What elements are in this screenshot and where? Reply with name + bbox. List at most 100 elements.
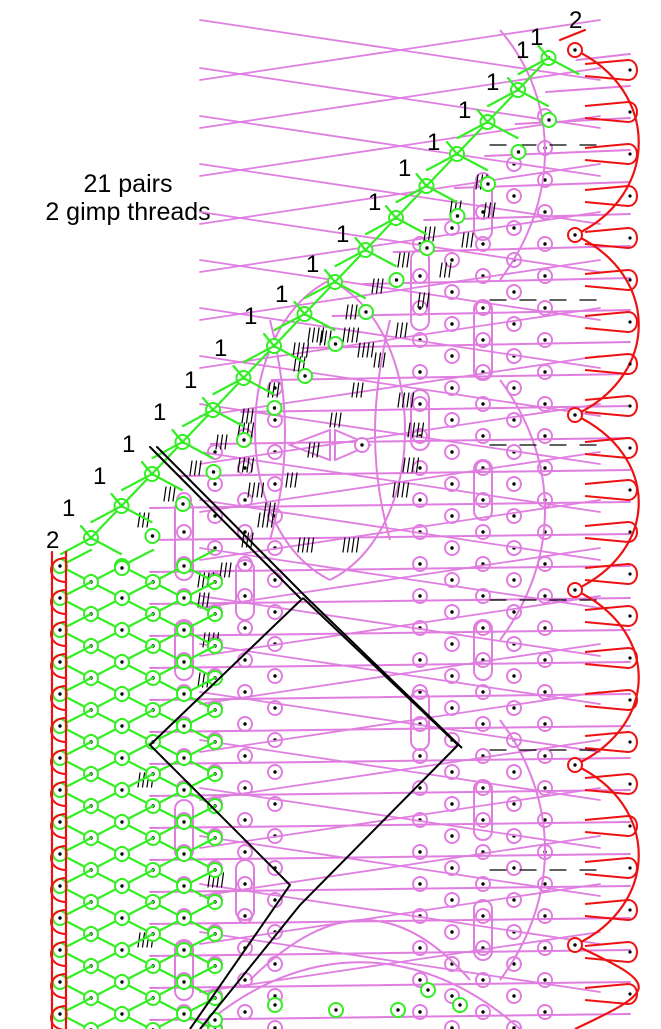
pin-dot <box>573 943 577 947</box>
stitch-tick <box>371 278 375 294</box>
pattern-thread <box>199 931 601 993</box>
pin-dot <box>273 962 277 966</box>
stitch-tick <box>198 460 202 476</box>
stitch-tick <box>361 342 366 358</box>
pin-dot <box>481 530 485 534</box>
pin-dot <box>243 626 247 630</box>
stitch-tick <box>355 537 360 553</box>
gimp-thread <box>148 597 304 1029</box>
pair-marker: 1 <box>62 495 75 522</box>
stitch-tick <box>370 342 375 358</box>
pin-dot <box>243 594 247 598</box>
picot-loop <box>584 100 638 124</box>
pattern-pin <box>444 1020 460 1029</box>
ground-thread <box>455 152 489 172</box>
pin-dot <box>243 722 247 726</box>
pair-marker: 1 <box>458 97 471 124</box>
stitch-tick <box>342 327 346 343</box>
edge-thread <box>558 28 587 42</box>
pin-dot <box>547 118 551 122</box>
pin-dot <box>272 406 277 410</box>
edge-scallop <box>574 414 640 591</box>
stitch-tick <box>421 292 426 308</box>
pattern-thread <box>199 787 601 849</box>
edge-loop <box>50 845 67 871</box>
ground-thread <box>150 472 184 492</box>
stitch-tick <box>427 226 432 242</box>
pattern-arc <box>499 379 546 641</box>
pattern-pin <box>267 1020 283 1029</box>
stitch-tick <box>245 408 250 424</box>
picot-loop <box>584 142 638 166</box>
pin-dot <box>486 182 490 186</box>
ground-thread <box>364 216 398 236</box>
pin-dot <box>273 898 277 902</box>
pin-dot <box>628 740 632 744</box>
ground-thread <box>181 408 215 428</box>
gimp-threads <box>148 446 463 1029</box>
picot-loop <box>584 604 638 628</box>
stitch-tick <box>406 392 410 408</box>
pattern-thread <box>199 67 601 129</box>
pin-dot <box>273 1003 277 1007</box>
pattern-thread <box>149 725 631 733</box>
pin-dot <box>425 246 429 250</box>
picot-loop <box>584 688 638 712</box>
stitch-tick <box>396 482 401 498</box>
pin-dot <box>120 820 124 824</box>
pin-dot <box>543 818 547 822</box>
pin-dot <box>182 596 186 600</box>
pattern-thread <box>199 307 601 369</box>
ground-thread <box>212 376 245 396</box>
pin-dot <box>450 418 454 422</box>
stitch-tick <box>392 482 396 498</box>
pin-dot <box>543 338 547 342</box>
pin-dot <box>182 820 186 824</box>
stitch-tick <box>351 382 355 398</box>
pin-dot <box>120 724 124 728</box>
pin-dot <box>303 374 307 378</box>
pin-dot <box>628 698 632 702</box>
pin-dot <box>543 786 547 790</box>
pin-dot <box>450 322 454 326</box>
stitch-tick <box>257 512 261 528</box>
pin-dot <box>58 756 62 760</box>
pin-dot <box>543 466 547 470</box>
pattern-thread <box>179 469 631 477</box>
pin-dot <box>628 278 632 282</box>
pattern-thread <box>199 211 601 273</box>
pin-dot <box>120 566 124 570</box>
ground-thread <box>171 428 184 444</box>
pin-dot <box>58 564 62 568</box>
pattern-thread <box>199 259 601 321</box>
pin-dot <box>481 402 485 406</box>
pin-dot <box>242 438 246 442</box>
stitch-tick <box>415 457 420 473</box>
stitch-tick <box>329 412 333 428</box>
pair-marker: 1 <box>184 367 197 394</box>
edge-scallop <box>574 764 640 946</box>
pin-dot <box>481 818 485 822</box>
pattern-thread <box>270 373 631 381</box>
pin-dot <box>481 690 485 694</box>
pattern-thread <box>301 341 631 349</box>
pin-dot <box>481 338 485 342</box>
stitch-tick <box>215 434 219 450</box>
picot-loop <box>584 478 638 502</box>
pin-dot <box>481 210 485 214</box>
ground-thread <box>110 492 123 508</box>
pin-dot <box>543 274 547 278</box>
pin-dot <box>181 502 185 506</box>
pin-dot <box>481 242 485 246</box>
stitch-tick <box>219 562 223 578</box>
stitch-tick <box>296 342 301 358</box>
stitch-tick <box>197 672 201 688</box>
pin-dot <box>450 994 454 998</box>
pin-dot <box>243 850 247 854</box>
edge-loop <box>50 717 67 743</box>
pattern-thread <box>199 403 601 465</box>
pattern-thread <box>199 691 601 753</box>
stitch-tick <box>293 356 297 372</box>
pin-dot <box>512 674 516 678</box>
stitch-tick <box>411 422 416 438</box>
